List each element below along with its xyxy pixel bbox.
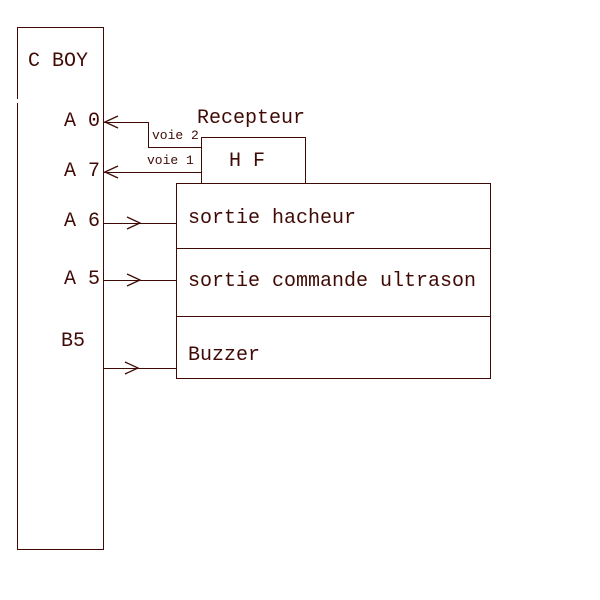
output-label-ultrason: sortie commande ultrason [188,270,477,293]
pin-label-a7: A 7 [64,160,101,183]
output-box-buzzer [176,316,491,379]
pin-label-a0: A 0 [64,110,101,133]
wire-voie2 [148,147,202,148]
arrow-left-icon [104,165,119,179]
channel-label-voie1: voie 1 [147,153,194,168]
wire-b5 [103,368,177,369]
arrow-right-icon [126,273,141,287]
arrow-right-icon [126,216,141,230]
output-label-buzzer: Buzzer [188,344,261,367]
controller-label: C BOY [28,50,89,73]
receiver-title: Recepteur [197,107,306,130]
arrow-right-icon [124,361,139,375]
pin-label-a6: A 6 [64,210,101,233]
receiver-hf-label: H F [229,150,266,173]
pin-label-b5: B5 [61,330,86,353]
controller-box [17,27,104,550]
arrow-left-icon [104,115,119,129]
wire-a7 [103,172,202,173]
wire-a0 [103,122,149,123]
controller-box-notch [16,99,19,103]
receiver-hf-box [201,137,306,184]
wire-a0-step [148,122,149,148]
pin-label-a5: A 5 [64,268,101,291]
output-label-hacheur: sortie hacheur [188,207,357,230]
channel-label-voie2: voie 2 [152,128,199,143]
